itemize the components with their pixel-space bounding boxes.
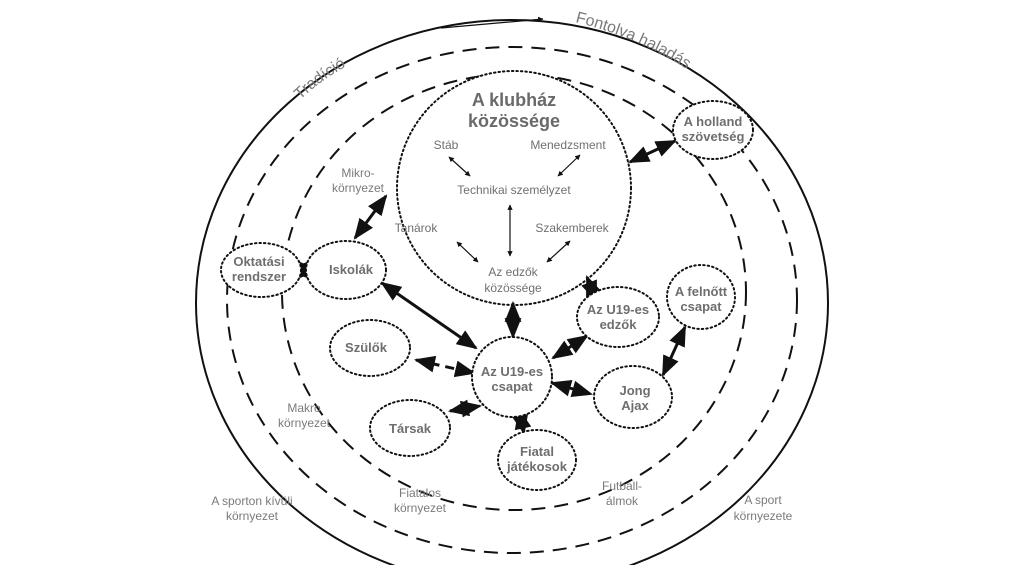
zone-sporton-kivuli-line1: A sporton kívüli xyxy=(211,494,292,508)
zone-label-sport: A sport környezete xyxy=(734,493,793,523)
zone-sport-line2: környezete xyxy=(734,509,793,523)
zone-makro-line1: Makro xyxy=(287,401,321,415)
fontolva-halad-label: Fontolva haladás xyxy=(574,9,694,72)
zone-mikro-line2: környezet xyxy=(332,181,385,195)
zone-makro-line2: környezet xyxy=(278,416,331,430)
node-iskolak-line1: Iskolák xyxy=(329,262,374,277)
zone-label-fiatalos: Fiatalos környezet xyxy=(394,486,447,515)
node-u19-edzok-line1: Az U19-es xyxy=(587,302,649,317)
node-fiatal-line1: Fiatal xyxy=(520,444,554,459)
zone-sporton-kivuli-line2: környezet xyxy=(226,509,279,523)
node-holland-line1: A holland xyxy=(684,114,743,129)
node-u19-csapat: Az U19-es csapat xyxy=(471,336,553,418)
menedzsment-label: Menedzsment xyxy=(530,138,606,152)
node-szulok-line1: Szülők xyxy=(345,340,388,355)
node-felnott-line2: csapat xyxy=(680,299,722,314)
node-jong-ajax-line2: Ajax xyxy=(621,398,649,413)
szakemberek-label: Szakemberek xyxy=(535,221,609,235)
node-felnott: A felnőtt csapat xyxy=(666,264,736,330)
node-tarsak-line1: Társak xyxy=(389,421,432,436)
edge-felnott-jongajax xyxy=(661,325,687,377)
node-holland: A holland szövetség xyxy=(672,100,754,160)
zone-sport-line1: A sport xyxy=(744,493,782,507)
node-felnott-line1: A felnőtt xyxy=(675,284,728,299)
edge-iskolak-u19 xyxy=(380,281,478,350)
zone-label-mikro: Mikro- környezet xyxy=(332,166,385,195)
edge-szakemberek-edzok xyxy=(546,240,571,263)
edge-u19edzok-u19 xyxy=(551,334,589,360)
edge-clubhouse-holland xyxy=(628,139,677,164)
zone-label-futball: Futball- álmok xyxy=(602,479,642,508)
node-jong-ajax-line1: Jong xyxy=(619,383,650,398)
clubhouse-title-line1: A klubház xyxy=(472,90,556,110)
outer-solid-ring xyxy=(195,19,829,565)
edge-tarsak-u19 xyxy=(447,399,483,418)
node-fiatal: Fiatal játékosok xyxy=(497,429,577,491)
stab-label: Stáb xyxy=(434,138,459,152)
zone-futball-line2: álmok xyxy=(606,494,639,508)
clubhouse-title-line2: közössége xyxy=(468,111,560,131)
node-oktatasi-line1: Oktatási xyxy=(233,254,284,269)
node-holland-line2: szövetség xyxy=(682,129,745,144)
edge-tanarok-edzok xyxy=(456,241,479,263)
outer-dashed-ring xyxy=(226,46,798,554)
node-u19-csapat-line2: csapat xyxy=(491,379,533,394)
node-u19-csapat-line1: Az U19-es xyxy=(481,364,543,379)
node-tarsak: Társak xyxy=(369,399,451,457)
progress-arrow xyxy=(440,16,544,29)
node-jong-ajax: Jong Ajax xyxy=(593,365,673,429)
edzok-label-line1: Az edzők xyxy=(488,265,538,279)
node-szulok: Szülők xyxy=(329,319,411,377)
node-iskolak: Iskolák xyxy=(305,240,387,300)
tradicio-label: Tradíció xyxy=(291,55,348,103)
zone-mikro-line1: Mikro- xyxy=(341,166,374,180)
node-u19-edzok: Az U19-es edzők xyxy=(576,286,660,348)
node-oktatasi: Oktatási rendszer xyxy=(220,242,302,298)
edge-szulok-u19 xyxy=(413,355,477,378)
technikai-label: Technikai személyzet xyxy=(457,183,571,197)
zone-fiatalos-line2: környezet xyxy=(394,501,447,515)
node-oktatasi-line2: rendszer xyxy=(232,269,286,284)
node-fiatal-line2: játékosok xyxy=(506,459,568,474)
edzok-label-line2: közössége xyxy=(484,281,542,295)
zone-label-makro: Makro környezet xyxy=(278,401,331,430)
zone-fiatalos-line1: Fiatalos xyxy=(399,486,441,500)
edge-menedzsment-technikai xyxy=(557,154,581,177)
edge-mikro-iskolak xyxy=(353,194,388,240)
edge-stab-technikai xyxy=(448,156,471,177)
zone-futball-line1: Futball- xyxy=(602,479,642,493)
node-u19-edzok-line2: edzők xyxy=(600,317,638,332)
tanarok-label: Tanárok xyxy=(395,221,439,235)
edge-u19-jongajax xyxy=(549,380,594,397)
zone-label-sporton-kivuli: A sporton kívüli környezet xyxy=(211,494,292,523)
